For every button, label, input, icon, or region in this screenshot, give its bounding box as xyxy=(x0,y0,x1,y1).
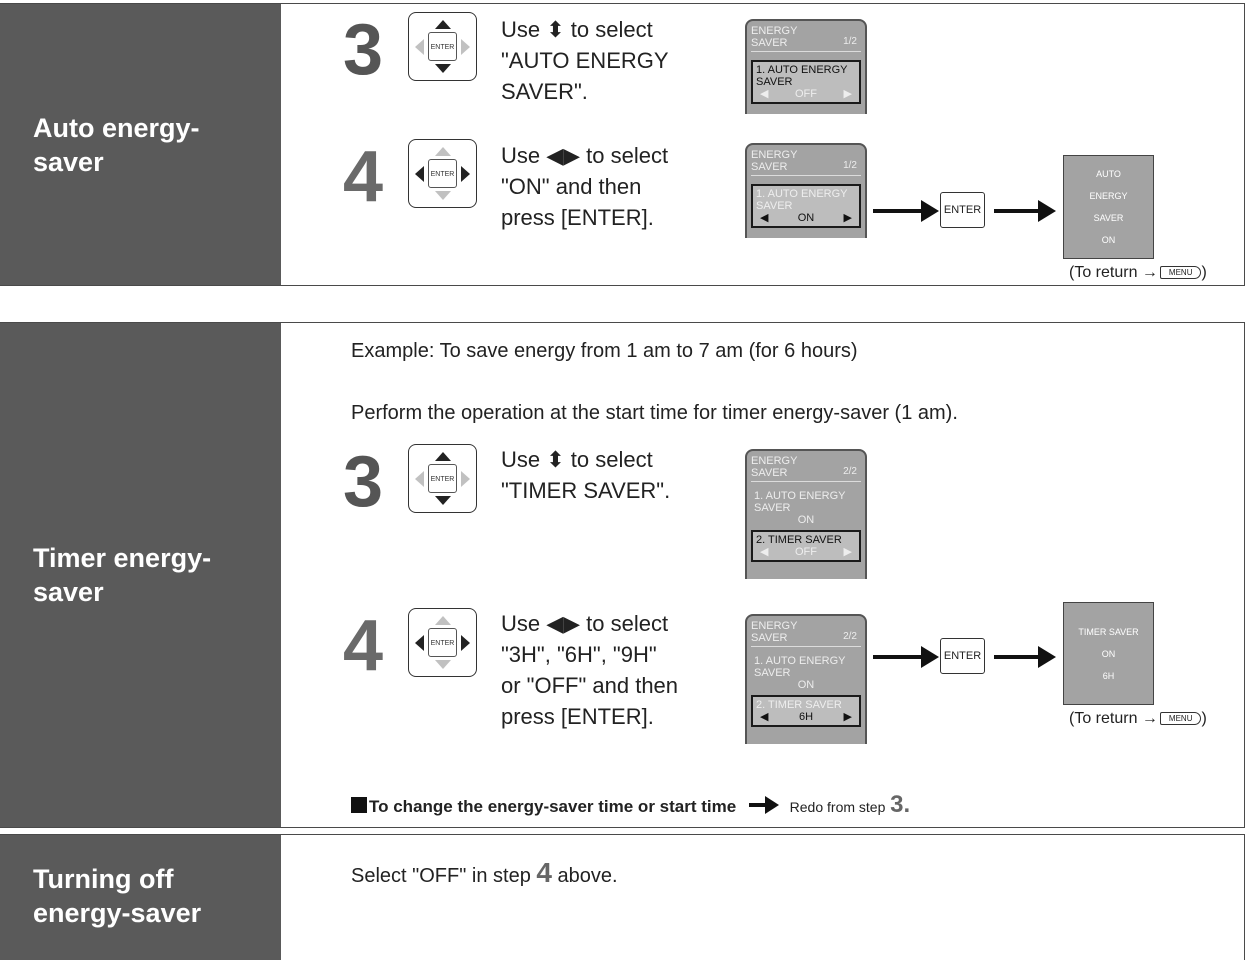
example-text: Example: To save energy from 1 am to 7 a… xyxy=(351,340,858,362)
lcd-selected-item: 2. TIMER SAVER ◀6H▶ xyxy=(751,695,861,727)
right-arrow-icon xyxy=(873,646,939,668)
section-auto-energy-saver: Auto energy- saver xyxy=(0,3,1245,286)
result-screen: TIMER SAVER ON 6H xyxy=(1063,602,1154,705)
step-instruction: Use ⬍ to select "TIMER SAVER". xyxy=(501,447,671,503)
step-number: 3 xyxy=(343,10,384,90)
section-title: Turning off energy-saver xyxy=(0,835,281,960)
step-instruction: Use ⬍ to select "AUTO ENERGY SAVER". xyxy=(501,17,669,104)
section-title: Auto energy- saver xyxy=(0,4,281,285)
section-turning-off: Turning off energy-saver xyxy=(0,834,1245,960)
turning-off-instruction: Select "OFF" in step 4 above. xyxy=(351,857,618,888)
step-number: 4 xyxy=(343,606,384,686)
right-arrow-icon xyxy=(873,200,939,222)
step-instruction: Use ◀▶ to select "ON" and then press [EN… xyxy=(501,143,669,230)
remote-dpad-icon: ENTER xyxy=(408,139,477,208)
square-bullet-icon xyxy=(351,797,367,813)
result-screen: AUTO ENERGY SAVER ON xyxy=(1063,155,1154,259)
step-number: 4 xyxy=(343,137,384,217)
section-title: Timer energy- saver xyxy=(0,323,281,827)
menu-button-icon: MENU xyxy=(1159,266,1202,280)
right-arrow-icon xyxy=(994,200,1056,222)
step-instruction: Use ◀▶ to select "3H", "6H", "9H" or "OF… xyxy=(501,611,679,729)
change-time-note: To change the energy-saver time or start… xyxy=(351,791,910,819)
enter-button-icon: ENTER xyxy=(940,192,985,228)
lcd-selected-item: 2. TIMER SAVER ◀OFF▶ xyxy=(751,530,861,562)
lcd-selected-item: 1. AUTO ENERGY SAVER ◀OFF▶ xyxy=(751,60,861,104)
remote-dpad-icon: ENTER xyxy=(408,444,477,513)
return-hint: (To return →MENU) xyxy=(1069,710,1207,727)
remote-dpad-icon: ENTER xyxy=(408,608,477,677)
perform-text: Perform the operation at the start time … xyxy=(351,402,958,424)
return-hint: (To return →MENU) xyxy=(1069,264,1207,281)
right-arrow-icon xyxy=(994,646,1056,668)
right-arrow-icon xyxy=(748,796,779,814)
remote-dpad-icon: ENTER xyxy=(408,12,477,81)
menu-button-icon: MENU xyxy=(1159,712,1202,726)
lcd-selected-item: 1. AUTO ENERGY SAVER ◀ON▶ xyxy=(751,184,861,228)
step-number: 3 xyxy=(343,442,384,522)
section-timer-energy-saver: Timer energy- saver xyxy=(0,322,1245,828)
enter-button-icon: ENTER xyxy=(940,638,985,674)
